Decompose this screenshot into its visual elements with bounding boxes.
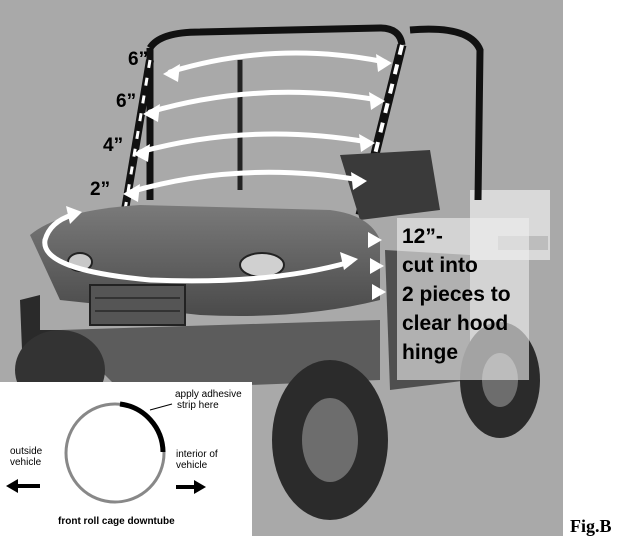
arrow-6in-top xyxy=(167,50,388,75)
outside-label-line-2: vehicle xyxy=(10,457,42,468)
arrow-6in-mid xyxy=(147,89,381,115)
callout-line-4: clear hood xyxy=(402,312,509,335)
downtube-diagram xyxy=(6,401,206,504)
callout-line-2: cut into xyxy=(402,254,478,277)
arrow-12in-hood xyxy=(42,237,353,284)
roll-cage-rear xyxy=(409,25,484,201)
callout-background xyxy=(397,218,529,380)
measurement-label-4in: 4” xyxy=(103,135,124,156)
interior-label-line-1: interior of xyxy=(176,449,218,460)
callout-line-5: hinge xyxy=(402,341,458,364)
figure-label: Fig.B xyxy=(570,516,612,536)
adhesive-strip xyxy=(119,401,166,453)
measurement-label-2in: 2” xyxy=(90,179,111,200)
interior-vehicle-label: interior of vehicle xyxy=(176,449,218,471)
measurement-label-6in-top: 6” xyxy=(128,49,149,70)
grille xyxy=(89,284,186,326)
outside-label-line-1: outside xyxy=(10,446,43,457)
arrow-4in xyxy=(137,131,371,155)
measurement-label-6in-mid: 6” xyxy=(116,91,137,112)
callout-line-1: 12”- xyxy=(402,225,443,248)
adhesive-note: apply adhesive strip here xyxy=(175,389,242,411)
hood-hinge-callout: 12”- cut into 2 pieces to clear hood hin… xyxy=(402,222,511,367)
inset-caption: front roll cage downtube xyxy=(58,516,175,527)
adhesive-note-line-2: strip here xyxy=(177,400,219,411)
adhesive-note-line-1: apply adhesive xyxy=(175,389,242,400)
measurement-arrows xyxy=(42,50,388,284)
outside-vehicle-label: outside vehicle xyxy=(10,446,42,468)
roll-cage-top xyxy=(147,24,406,51)
headlight xyxy=(239,252,285,278)
downtube-circle xyxy=(64,402,166,504)
arrow-2in xyxy=(127,169,363,195)
downtube-cross-section-inset: apply adhesive strip here outside vehicl… xyxy=(0,382,252,536)
callout-line-3: 2 pieces to xyxy=(402,283,511,306)
interior-label-line-2: vehicle xyxy=(176,460,208,471)
